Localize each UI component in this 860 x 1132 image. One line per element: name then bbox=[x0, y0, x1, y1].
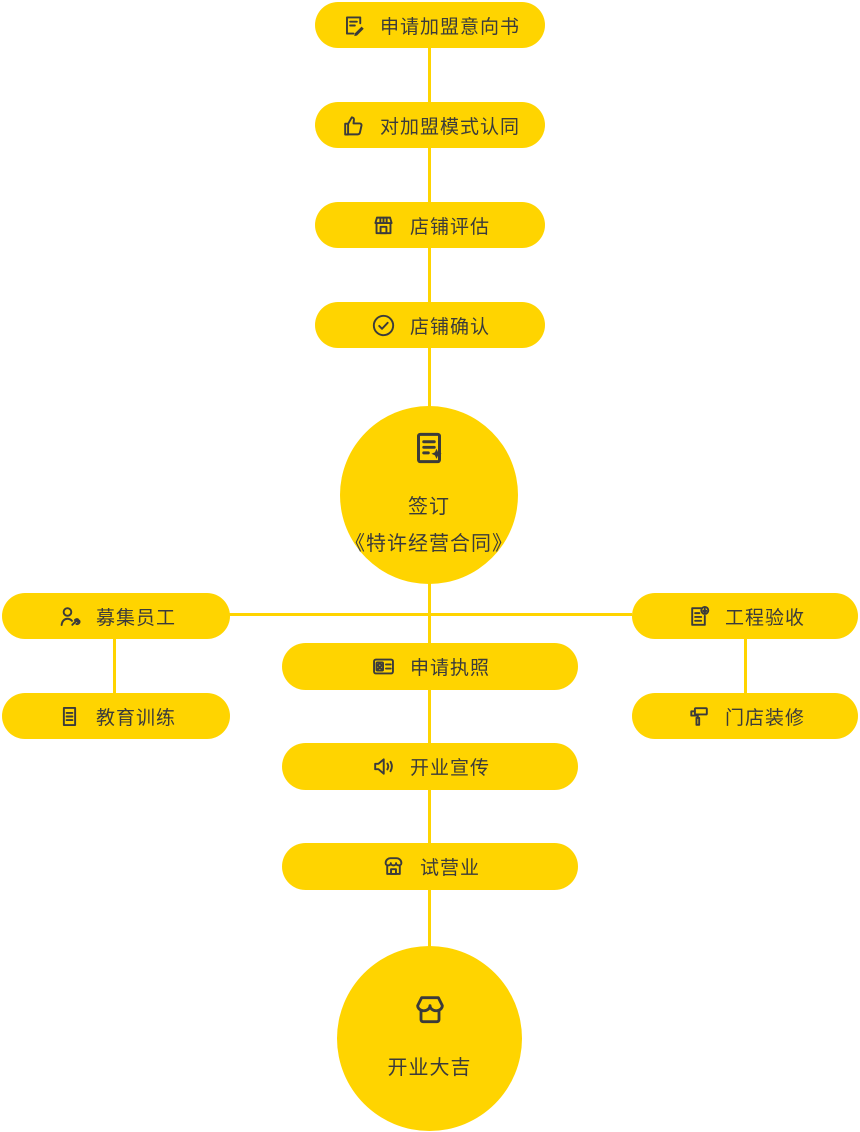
connector-top-4 bbox=[428, 348, 431, 408]
node-store-confirmation: 店铺确认 bbox=[315, 302, 545, 348]
thumbs-up-icon bbox=[340, 112, 367, 139]
connector-right-branch bbox=[744, 639, 747, 694]
node-trial-operation: 试营业 bbox=[282, 843, 578, 890]
node-label: 工程验收 bbox=[724, 607, 805, 629]
connector-center-2 bbox=[428, 790, 431, 844]
shop-icon bbox=[380, 853, 407, 880]
node-store-decoration: 门店装修 bbox=[632, 693, 858, 739]
connector-top-3 bbox=[428, 248, 431, 303]
connector-center-1 bbox=[428, 690, 431, 744]
node-apply-license: 申请执照 bbox=[282, 643, 578, 690]
node-label: 申请加盟意向书 bbox=[379, 16, 520, 38]
node-label: 开业宣传 bbox=[409, 758, 490, 779]
node-recruit-staff: 募集员工 bbox=[2, 593, 230, 639]
connector-left-branch bbox=[113, 639, 116, 694]
connector-top-2 bbox=[428, 148, 431, 203]
contract-icon bbox=[408, 427, 450, 469]
store-icon bbox=[410, 990, 450, 1030]
edit-document-icon bbox=[340, 12, 367, 39]
node-agree-franchise-model: 对加盟模式认同 bbox=[315, 102, 545, 148]
node-label: 募集员工 bbox=[95, 607, 176, 629]
node-opening-promotion: 开业宣传 bbox=[282, 743, 578, 790]
node-label: 试营业 bbox=[419, 858, 480, 879]
node-label-line1: 签订 bbox=[408, 496, 450, 518]
node-label: 店铺确认 bbox=[409, 316, 490, 338]
license-icon bbox=[370, 653, 397, 680]
node-label: 对加盟模式认同 bbox=[379, 116, 520, 138]
storefront-icon bbox=[370, 212, 397, 239]
node-label: 门店装修 bbox=[724, 707, 805, 729]
node-education-training: 教育训练 bbox=[2, 693, 230, 739]
node-sign-franchise-contract: 签订 《特许经营合同》 bbox=[340, 406, 518, 584]
recruit-icon bbox=[56, 603, 83, 630]
node-apply-franchise-intent: 申请加盟意向书 bbox=[315, 2, 545, 48]
node-label: 申请执照 bbox=[409, 658, 490, 679]
node-label: 店铺评估 bbox=[409, 216, 490, 238]
connector-horizontal-branch bbox=[228, 613, 632, 616]
node-project-acceptance: 工程验收 bbox=[632, 593, 858, 639]
check-circle-icon bbox=[370, 312, 397, 339]
megaphone-icon bbox=[370, 753, 397, 780]
inspection-icon bbox=[685, 603, 712, 630]
connector-center-final bbox=[428, 890, 431, 948]
paint-roller-icon bbox=[685, 703, 712, 730]
node-label: 教育训练 bbox=[95, 707, 176, 729]
connector-top-1 bbox=[428, 48, 431, 103]
node-grand-opening: 开业大吉 bbox=[337, 946, 522, 1131]
node-store-evaluation: 店铺评估 bbox=[315, 202, 545, 248]
node-label: 开业大吉 bbox=[387, 1057, 472, 1079]
node-label-line2: 《特许经营合同》 bbox=[345, 533, 513, 555]
training-icon bbox=[56, 703, 83, 730]
